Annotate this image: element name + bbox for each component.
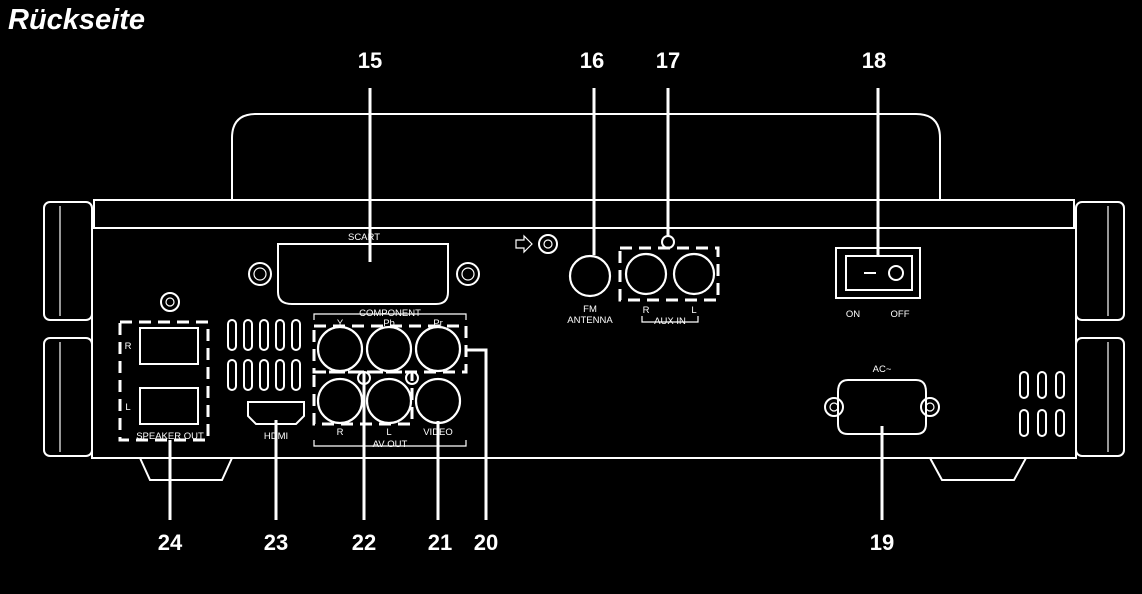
right-side-block xyxy=(1075,201,1125,457)
callout-21: 21 xyxy=(428,530,452,555)
aux-r-label: R xyxy=(643,305,650,316)
aux-in-label: AUX IN xyxy=(654,316,686,327)
component-label: COMPONENT xyxy=(359,308,421,319)
callout-18: 18 xyxy=(862,48,886,73)
callout-23: 23 xyxy=(264,530,288,555)
callout-17: 17 xyxy=(656,48,680,73)
callout-20: 20 xyxy=(474,530,498,555)
hdmi-port xyxy=(247,401,305,425)
video-out-jack xyxy=(414,377,462,425)
av-r-label: R xyxy=(337,427,344,438)
speaker-screw xyxy=(160,292,180,312)
fm-label: FM xyxy=(583,304,597,315)
callout-19: 19 xyxy=(870,530,894,555)
speaker-r-label: R xyxy=(125,341,132,352)
aux-in-highlight xyxy=(618,246,720,302)
left-foot xyxy=(139,457,233,481)
callout-line-20 xyxy=(466,348,488,520)
top-rail xyxy=(93,199,1075,229)
scart-connector xyxy=(248,243,480,305)
aux-screw xyxy=(661,235,675,249)
av-l-label: L xyxy=(386,427,391,438)
ac-power-inlet xyxy=(824,379,940,435)
ground-screw xyxy=(538,234,558,254)
pb-label: Pb xyxy=(383,318,395,329)
speaker-out-r-terminal xyxy=(139,327,199,365)
left-side-block xyxy=(43,201,93,457)
aux-in-r-jack xyxy=(624,252,668,296)
component-y-jack xyxy=(316,325,364,373)
component-pb-jack xyxy=(365,325,413,373)
av-out-r-jack xyxy=(316,377,364,425)
left-vents xyxy=(227,319,301,391)
speaker-out-label: SPEAKER OUT xyxy=(136,431,204,442)
scart-label: SCART xyxy=(348,232,380,243)
on-label: ON xyxy=(846,309,860,320)
callout-16: 16 xyxy=(580,48,604,73)
y-label: Y xyxy=(337,318,344,329)
antenna-label: ANTENNA xyxy=(567,315,613,326)
speaker-out-highlight xyxy=(118,320,210,442)
pr-label: Pr xyxy=(433,318,443,329)
fm-antenna-jack xyxy=(568,254,612,298)
right-vents xyxy=(1019,371,1065,437)
ac-label: AC~ xyxy=(873,364,892,375)
av-out-l-jack xyxy=(365,377,413,425)
aux-in-l-jack xyxy=(672,252,716,296)
arrow-icon xyxy=(515,234,533,254)
speaker-l-label: L xyxy=(125,402,130,413)
off-label: OFF xyxy=(891,309,910,320)
top-housing xyxy=(231,113,941,200)
component-pr-jack xyxy=(414,325,462,373)
callout-22: 22 xyxy=(352,530,376,555)
aux-l-label: L xyxy=(691,305,696,316)
av-out-label: AV OUT xyxy=(373,439,408,450)
callout-24: 24 xyxy=(158,530,183,555)
right-foot xyxy=(929,457,1027,481)
speaker-out-l-terminal xyxy=(139,387,199,425)
page-title: Rückseite xyxy=(8,4,146,36)
callout-15: 15 xyxy=(358,48,382,73)
